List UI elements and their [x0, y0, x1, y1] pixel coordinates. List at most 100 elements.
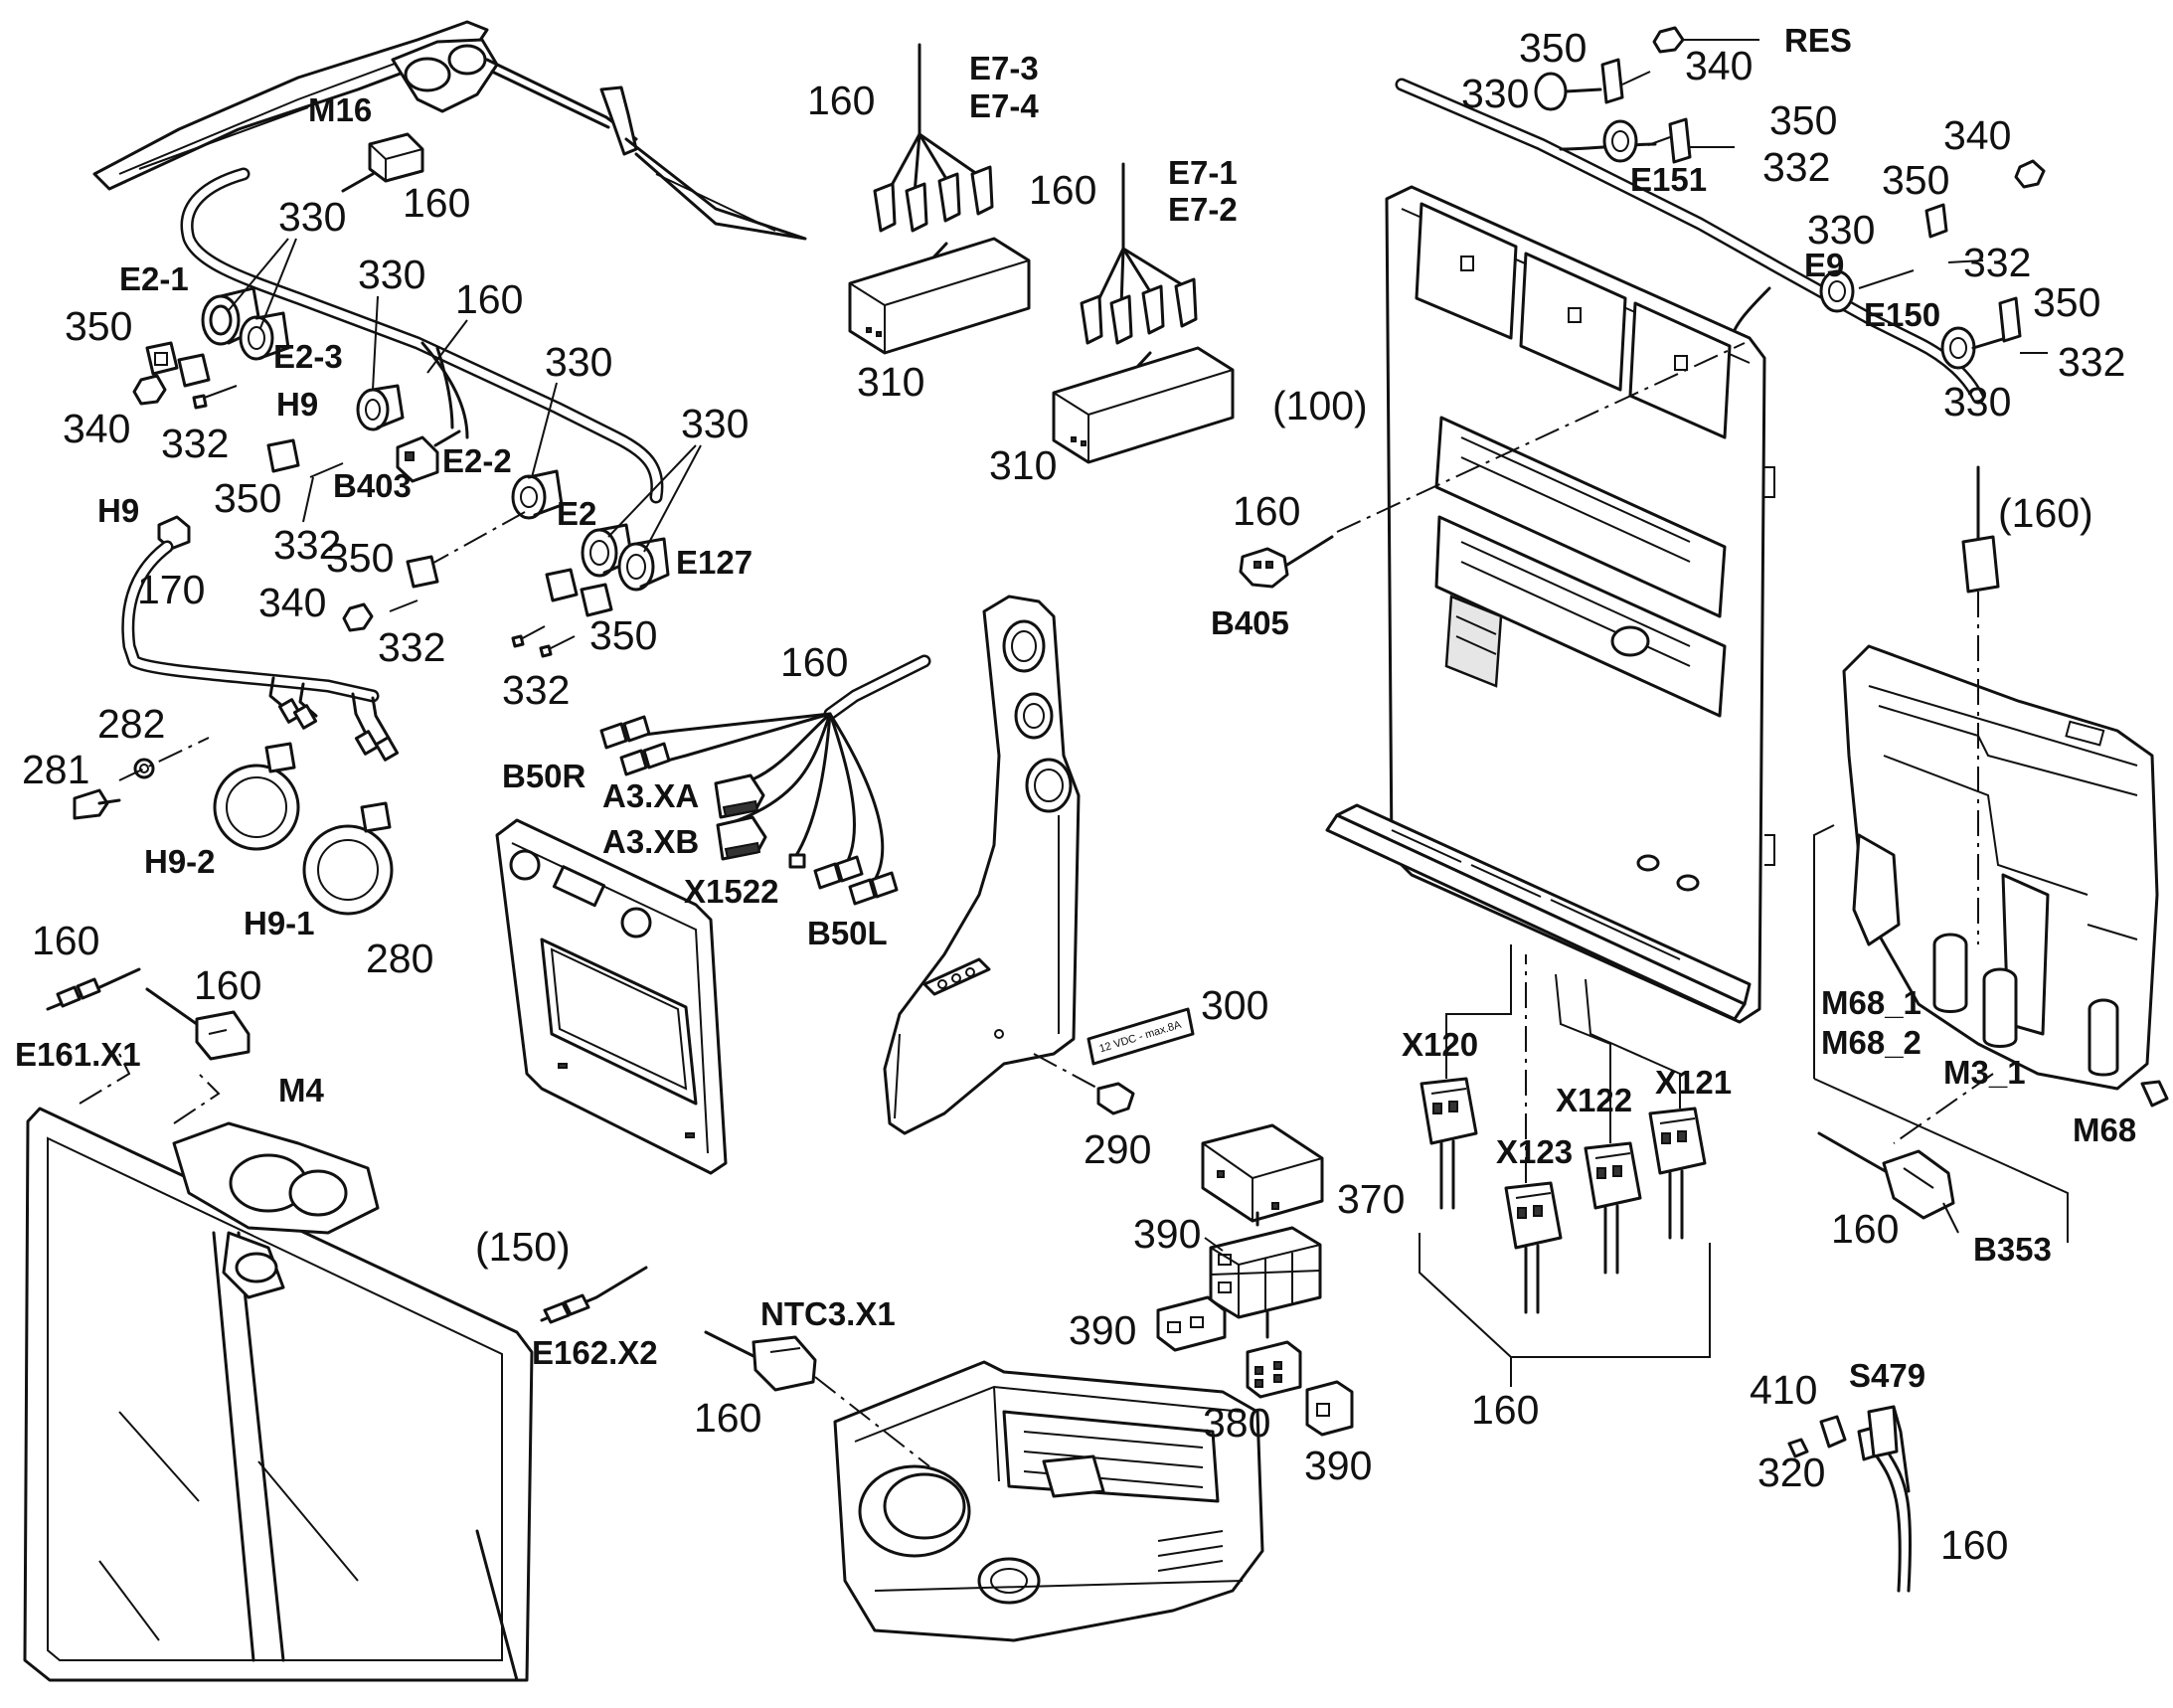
label-e2: E2 — [557, 495, 596, 532]
lamp-e9 — [1819, 159, 2046, 313]
label-e2-3: E2-3 — [273, 338, 343, 375]
label-h9-1: H9-1 — [244, 905, 315, 941]
wiper-assembly — [92, 20, 807, 241]
label-e7-1: E7-1 — [1168, 154, 1238, 191]
label-332: 332 — [378, 624, 445, 670]
label-332: 332 — [273, 522, 341, 568]
label-330: 330 — [1461, 71, 1529, 116]
label-e7-3: E7-3 — [969, 50, 1039, 86]
connector-x122 — [1584, 1141, 1642, 1275]
label-160: 160 — [694, 1395, 761, 1441]
label-m3-1: M3_1 — [1943, 1054, 2026, 1091]
label-332: 332 — [161, 421, 229, 466]
label-x1522: X1522 — [684, 873, 778, 910]
label-332: 332 — [1762, 144, 1830, 190]
label-300: 300 — [1201, 982, 1268, 1028]
label-160: 160 — [1940, 1522, 2008, 1568]
label-160: 160 — [1831, 1206, 1899, 1252]
label-330: 330 — [681, 401, 749, 446]
e161-x1-connector — [46, 967, 141, 1011]
label-e7-2: E7-2 — [1168, 191, 1238, 228]
label-res: RES — [1784, 22, 1852, 59]
label-281: 281 — [22, 747, 89, 792]
label-380: 380 — [1203, 1400, 1270, 1446]
lamp-e151-cluster — [1534, 26, 1759, 164]
interior-lamp-e7-3 — [848, 43, 1031, 355]
lamp-e2-2 — [342, 469, 564, 632]
ntc3-x1-connector — [704, 1330, 930, 1467]
interior-lamp-e7-1 — [1052, 162, 1235, 464]
label-310: 310 — [989, 442, 1057, 488]
label-340: 340 — [1943, 112, 2011, 158]
connector-x121 — [1648, 1107, 1707, 1240]
label-b403: B403 — [333, 467, 412, 504]
label-a3-xa: A3.XA — [602, 777, 699, 814]
label-330: 330 — [545, 339, 612, 385]
connector-x123 — [1504, 1181, 1563, 1314]
fuse-holder-390 — [1209, 1211, 1322, 1319]
label-160: 160 — [1233, 488, 1300, 534]
bracket-m68 — [1813, 824, 2069, 1243]
label-160: (160) — [1998, 490, 2093, 536]
label-160: 160 — [1471, 1387, 1539, 1433]
label-b50l: B50L — [807, 915, 888, 951]
label-e2-2: E2-2 — [442, 442, 512, 479]
callout-labels: M16 160 330 E2-1 350 E2-3 330 160 340 33… — [15, 22, 2136, 1568]
instrument-panel — [495, 818, 728, 1175]
label-330: 330 — [278, 194, 346, 240]
lamp-e2-1 — [201, 286, 290, 361]
lamp-e2-e127 — [511, 523, 670, 658]
fuse-390-single — [1305, 1380, 1354, 1437]
roof-harness-left — [180, 167, 664, 504]
label-340: 340 — [258, 580, 326, 625]
label-160: 160 — [403, 180, 470, 226]
label-332: 332 — [1963, 240, 2031, 285]
label-160: 160 — [780, 639, 848, 685]
label-332: 332 — [502, 667, 570, 713]
label-x121: X121 — [1655, 1064, 1732, 1101]
label-x123: X123 — [1496, 1133, 1573, 1170]
label-160: 160 — [32, 918, 99, 963]
label-310: 310 — [857, 359, 924, 405]
fuse-390-double — [1156, 1295, 1227, 1352]
dash-harness-160 — [599, 654, 931, 906]
label-s479: S479 — [1849, 1357, 1925, 1394]
label-160: 160 — [194, 962, 261, 1008]
label-370: 370 — [1337, 1176, 1405, 1222]
label-390: 390 — [1069, 1307, 1136, 1353]
label-ntc3-x1: NTC3.X1 — [760, 1295, 896, 1332]
label-e9: E9 — [1804, 247, 1844, 283]
heater-unit — [833, 1360, 1264, 1642]
label-100: (100) — [1272, 383, 1368, 428]
label-330: 330 — [1943, 379, 2011, 425]
lamp-e150 — [1940, 296, 2048, 370]
label-350: 350 — [589, 612, 657, 658]
label-e150: E150 — [1864, 296, 1940, 333]
label-340: 340 — [1685, 43, 1753, 88]
relay-block-370 — [1201, 1123, 1324, 1223]
label-h9-2: H9-2 — [144, 843, 216, 880]
label-330: 330 — [1807, 207, 1875, 253]
label-h9: H9 — [276, 386, 318, 423]
label-340: 340 — [63, 406, 130, 451]
wiper-motor — [172, 1121, 380, 1299]
label-350: 350 — [2033, 279, 2100, 325]
horn-lead-170 — [121, 515, 400, 762]
damper-motors — [1932, 933, 2169, 1108]
label-160: 160 — [807, 78, 875, 123]
connector-x120 — [1420, 1077, 1478, 1210]
label-m68-1: M68_1 — [1821, 984, 1922, 1021]
m4-connector — [145, 987, 251, 1061]
connector-160-right — [1961, 465, 2000, 944]
central-electrics-board — [1325, 185, 1775, 1024]
label-m68: M68 — [2073, 1111, 2136, 1148]
label-160: 160 — [455, 276, 523, 322]
label-282: 282 — [97, 701, 165, 747]
label-e7-4: E7-4 — [969, 87, 1039, 124]
label-350: 350 — [1769, 97, 1837, 143]
m16-connector — [341, 132, 424, 193]
label-b50r: B50R — [502, 758, 586, 794]
label-b353: B353 — [1973, 1231, 2052, 1268]
